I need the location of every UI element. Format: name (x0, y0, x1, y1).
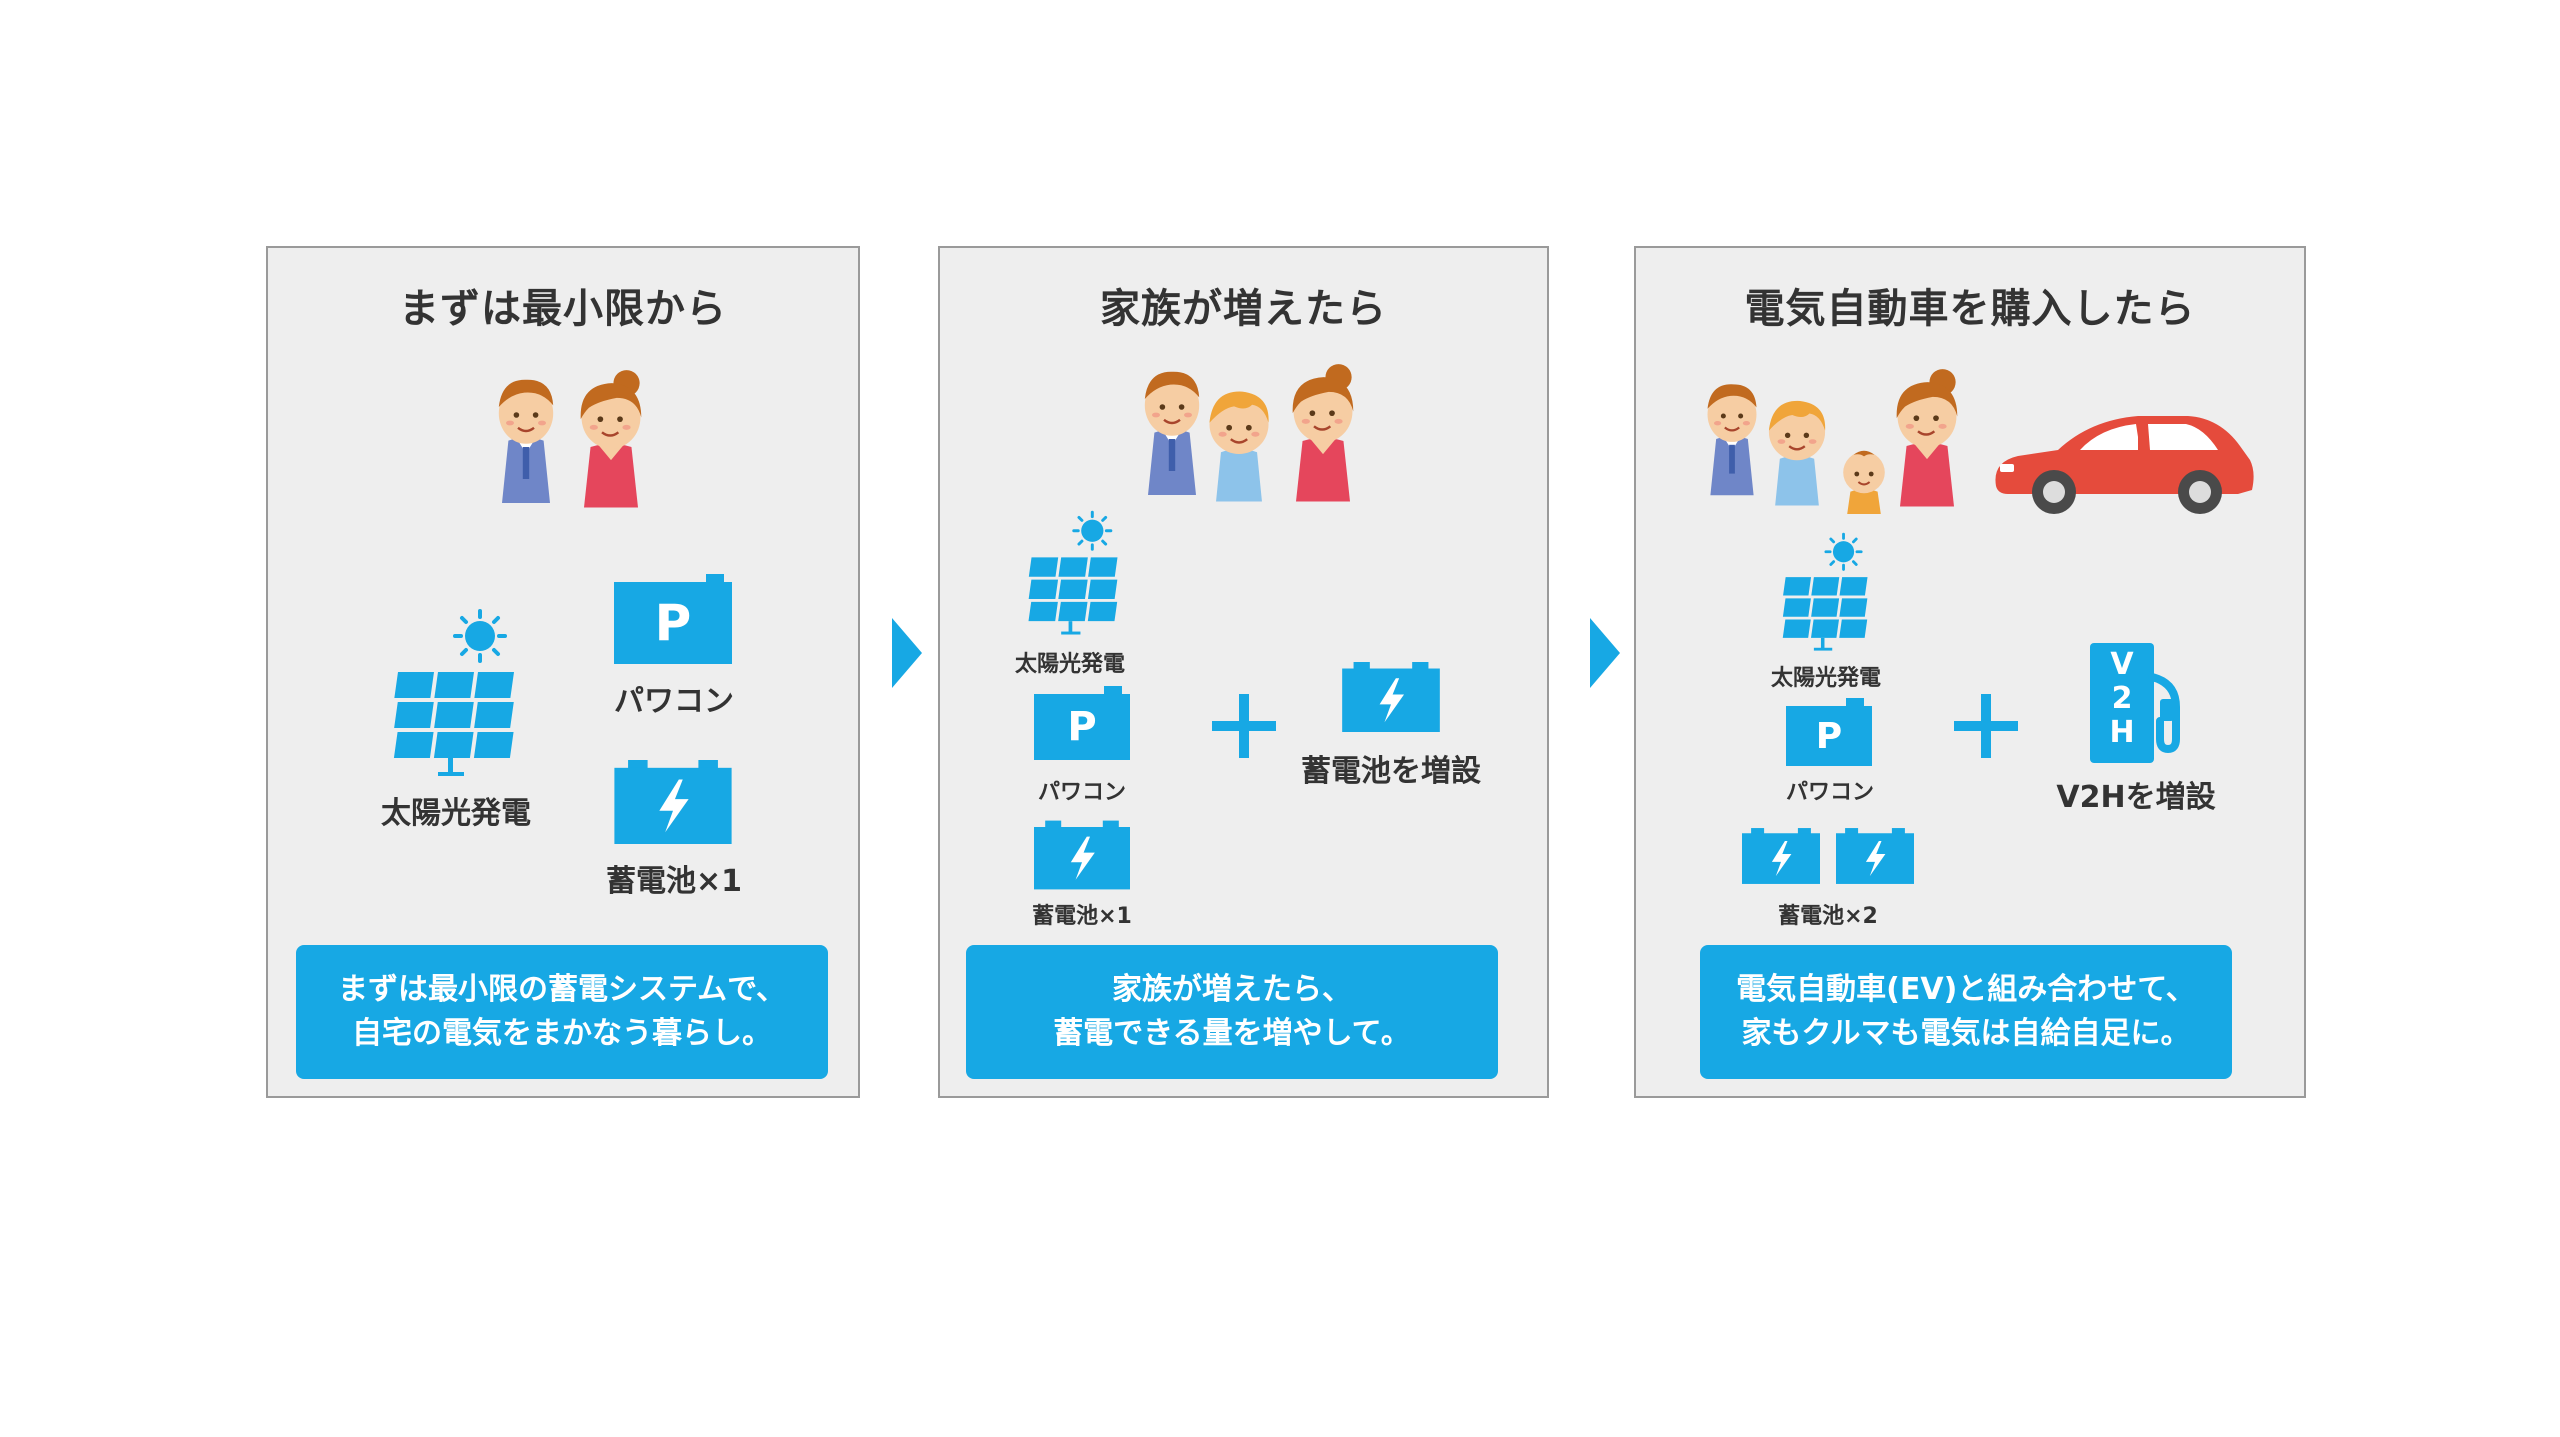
panel-title: 家族が増えたら (1100, 286, 1387, 332)
add-v2h-label: V2Hを増設 (2056, 780, 2216, 815)
father-illustration (497, 378, 555, 505)
caption-line-2: 家もクルマも電気は自給自足に。 (1741, 1016, 2191, 1051)
mother-illustration (579, 368, 643, 509)
panel-minimum: まずは最小限から 太陽光発電 P パワコン 蓄電池×1 まずは最小限の蓄電システ… (266, 246, 860, 1098)
power-conditioner-label: パワコン (1785, 780, 1874, 805)
add-battery-label: 蓄電池を増設 (1301, 754, 1481, 789)
solar-panel-icon (1778, 532, 1875, 652)
v2h-letter-2: 2 (2111, 681, 2133, 716)
child-illustration (1767, 399, 1827, 507)
panel-ev-purchase: 電気自動車を購入したら 太陽光発電 P パワコン 蓄電池×2 V 2 H V2H… (1634, 246, 2306, 1098)
v2h-letter-v: V (2110, 647, 2134, 682)
power-conditioner-icon: P (614, 574, 732, 664)
power-conditioner-label: パワコン (614, 684, 734, 719)
v2h-letter-h: H (2109, 715, 2135, 750)
solar-panel-icon (388, 609, 524, 778)
solar-label: 太陽光発電 (381, 796, 531, 831)
caption-box: 電気自動車(EV)と組み合わせて、 家もクルマも電気は自給自足に。 (1700, 945, 2232, 1079)
v2h-charger-icon: V 2 H (2090, 642, 2190, 764)
child-illustration (1208, 390, 1270, 502)
solar-label: 太陽光発電 (1770, 666, 1881, 691)
caption-line-1: 電気自動車(EV)と組み合わせて、 (1736, 972, 2196, 1007)
battery-icon (614, 760, 732, 844)
battery-label: 蓄電池×1 (1032, 904, 1132, 929)
plus-icon (1954, 694, 2018, 758)
caption-box: 家族が増えたら、 蓄電できる量を増やして。 (966, 945, 1498, 1079)
caption-line-1: 家族が増えたら、 (1112, 972, 1352, 1007)
battery-icon (1836, 828, 1914, 884)
caption-box: まずは最小限の蓄電システムで、 自宅の電気をまかなう暮らし。 (296, 945, 828, 1079)
power-conditioner-icon: P (1034, 686, 1130, 760)
chevron-right-icon (892, 618, 922, 688)
battery-icon (1742, 828, 1820, 884)
mother-illustration (1895, 367, 1959, 508)
electric-car-illustration (1995, 416, 2254, 514)
caption-line-1: まずは最小限の蓄電システムで、 (338, 972, 786, 1007)
panel-family-grows: 家族が増えたら 太陽光発電 P パワコン 蓄電池×1 蓄電池を増設 家族が増えた… (938, 246, 1549, 1098)
caption-line-2: 蓄電できる量を増やして。 (1053, 1016, 1411, 1051)
mother-illustration (1291, 362, 1355, 503)
caption-line-2: 自宅の電気をまかなう暮らし。 (352, 1016, 772, 1051)
solar-panel-icon (1024, 510, 1125, 636)
plus-icon (1212, 694, 1276, 758)
power-conditioner-label: パワコン (1037, 780, 1126, 805)
panel-title: まずは最小限から (399, 286, 727, 332)
battery-icon (1342, 662, 1440, 732)
battery-icon (1034, 820, 1130, 890)
power-conditioner-icon: P (1786, 698, 1872, 766)
panel-title: 電気自動車を購入したら (1744, 286, 2196, 332)
battery-label: 蓄電池×1 (605, 864, 742, 899)
solar-label: 太陽光発電 (1014, 652, 1125, 677)
battery-label: 蓄電池×2 (1778, 904, 1878, 929)
chevron-right-icon (1590, 618, 1620, 688)
